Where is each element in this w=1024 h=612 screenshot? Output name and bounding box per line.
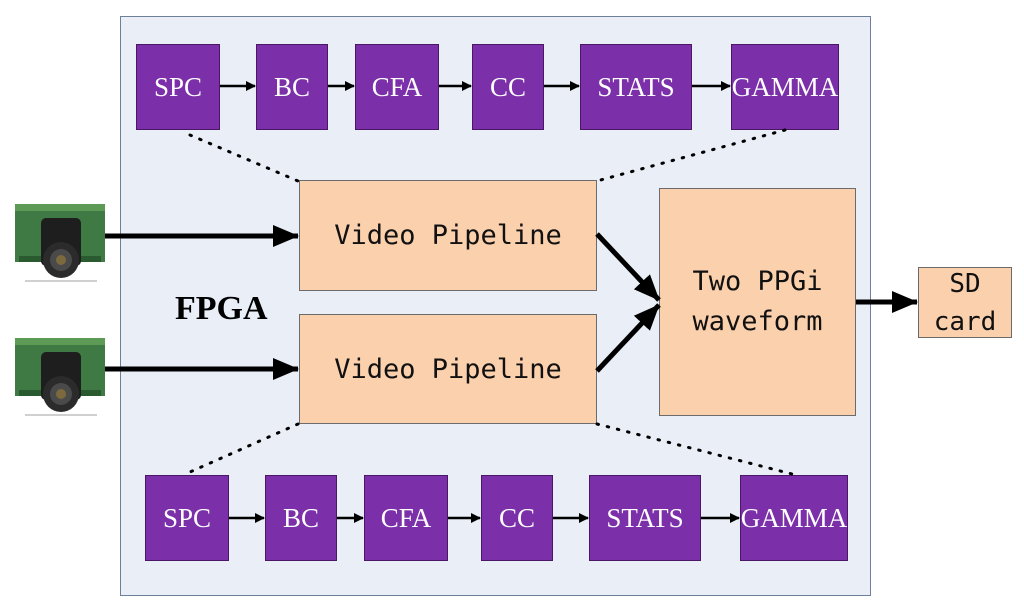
- top-stage-cc: CC: [472, 44, 544, 130]
- ppgi-waveform-line2: waveform: [692, 306, 823, 337]
- sd-card-block: SD card: [918, 267, 1012, 338]
- dotted-top-right: [595, 128, 787, 183]
- ppgi-waveform-line1: Two PPGi: [692, 266, 823, 297]
- dotted-bottom-left: [188, 422, 300, 474]
- bottom-stage-cc: CC: [481, 475, 553, 561]
- pipeline-bottom-to-merger-arrow: [595, 303, 661, 373]
- camera-icon: [15, 338, 105, 416]
- bottom-stage-gamma: GAMMA: [740, 475, 848, 561]
- top-stage-cfa: CFA: [355, 44, 439, 130]
- video-pipeline-top: Video Pipeline: [299, 180, 597, 291]
- pipeline-top-to-merger-arrow: [595, 232, 661, 302]
- bottom-stage-spc: SPC: [145, 475, 229, 561]
- sd-card-line2: card: [933, 306, 997, 337]
- top-stage-stats: STATS: [580, 44, 692, 130]
- ppgi-waveform-block: Two PPGi waveform: [659, 188, 856, 416]
- sd-card-line1: SD: [949, 268, 981, 299]
- fpga-label: FPGA: [175, 290, 268, 327]
- dotted-top-left: [188, 133, 300, 183]
- top-stage-bc: BC: [256, 44, 328, 130]
- camera-icon: [15, 204, 105, 282]
- bottom-stage-stats: STATS: [589, 475, 701, 561]
- bottom-stage-cfa: CFA: [364, 475, 448, 561]
- top-stage-spc: SPC: [136, 44, 220, 130]
- dotted-bottom-right: [595, 422, 794, 476]
- bottom-stage-bc: BC: [265, 475, 337, 561]
